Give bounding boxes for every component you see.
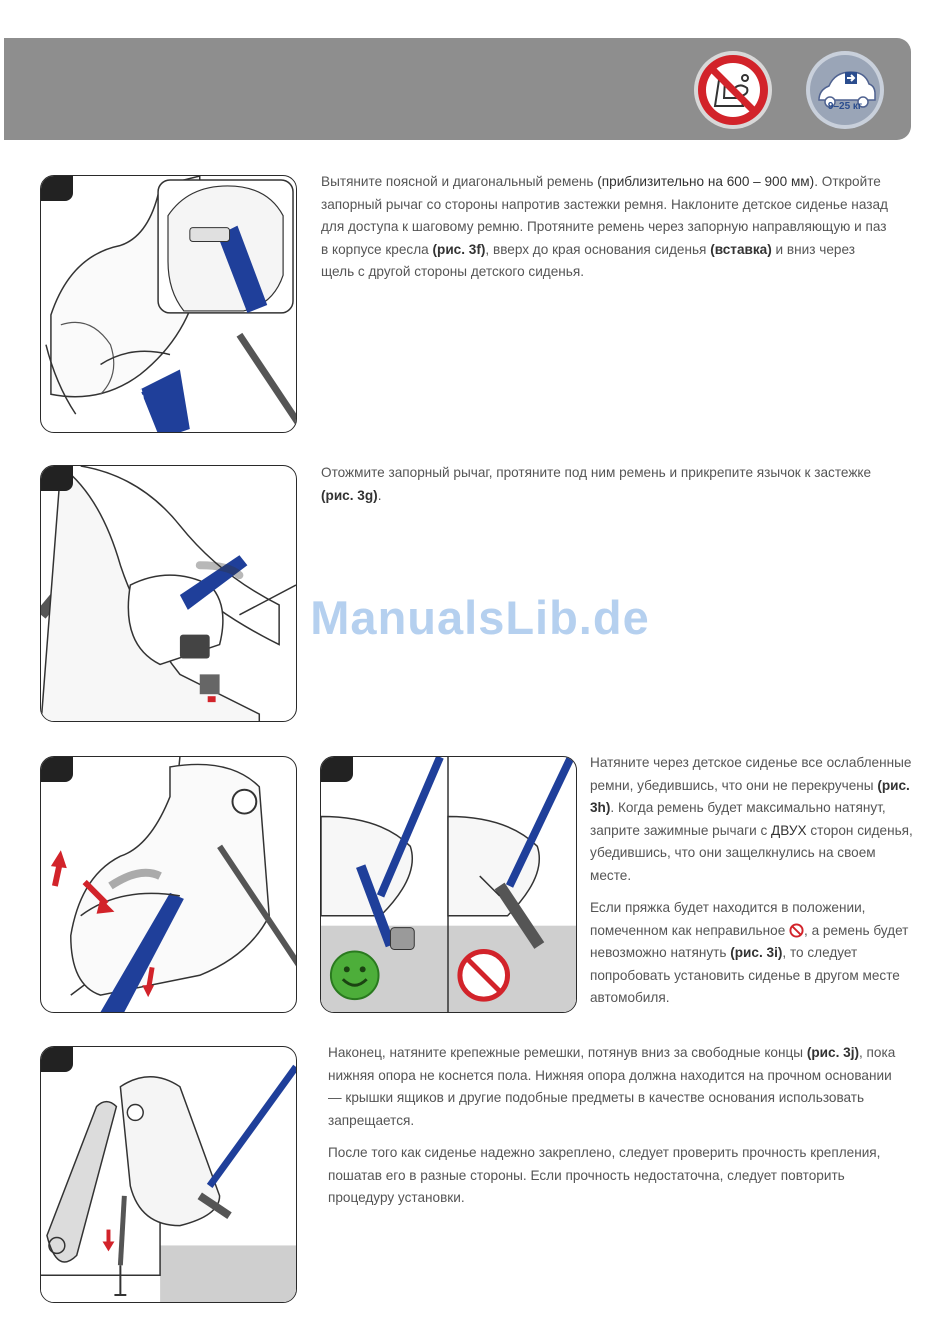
- figure-number-tab: [41, 757, 73, 782]
- step-4-p1-end: , пока нижняя опора не коснется пола. Ни…: [328, 1045, 896, 1128]
- step-3-text: Натяните через детское сиденье все ослаб…: [590, 752, 915, 1020]
- step-3-figure-ref: (рис. 3h): [590, 777, 910, 816]
- step-3-p1-mid: . Когда ремень будет максимально натянут…: [590, 800, 886, 838]
- step-3-p2-end: , то следует попробовать установить сиде…: [590, 945, 900, 1005]
- figure-number-tab: [41, 176, 73, 201]
- step-3-figure-ref-2: (рис. 3i): [730, 945, 783, 960]
- car-forward-icon: [805, 50, 885, 130]
- step-3-emphasis: ДВУХ: [771, 822, 807, 838]
- figure-number-tab: [321, 757, 353, 782]
- watermark: ManualsLib.de: [310, 591, 650, 644]
- step-1-paragraph: Вытяните поясной и диагональный ремень (…: [321, 171, 891, 284]
- step-1-mid1: . Откройте запорный рычаг со стороны нап…: [321, 174, 888, 257]
- step-4-text: Наконец, натяните крепежные ремешки, пот…: [328, 1042, 908, 1220]
- step-1-text: Вытяните поясной и диагональный ремень (…: [321, 171, 891, 294]
- step-2-paragraph: Отожмите запорный рычаг, протяните под н…: [321, 462, 881, 507]
- figure-number-tab: [41, 1047, 73, 1072]
- figure-step-1: [40, 175, 297, 433]
- figure-number-tab: [41, 466, 73, 491]
- step-3-p2-pre: Если пряжка будет находится в положении,…: [590, 900, 866, 938]
- step-1-inset-ref: (вставка): [710, 241, 772, 257]
- step-3-p2-mid: , а ремень будет невозможно натянуть: [590, 922, 909, 961]
- figure-step-4: [40, 1046, 297, 1303]
- prohibited-icon: [789, 922, 804, 938]
- no-airbag-seat-icon: [693, 50, 773, 130]
- figure-step-3: [40, 756, 297, 1013]
- figure-step-2: [40, 465, 297, 722]
- header-bar: [4, 38, 911, 140]
- step-3-p1-pre: Натяните через детское сиденье все ослаб…: [590, 755, 912, 793]
- step-4-figure-ref: (рис. 3j): [806, 1045, 859, 1060]
- step-3-paragraph-1: Натяните через детское сиденье все ослаб…: [590, 752, 915, 887]
- step-1-mid2: , вверх до края основания сиденья: [485, 241, 711, 257]
- step-2-end: .: [377, 487, 382, 503]
- step-3-p1-end: сторон сиденья, убедившись, что они заще…: [590, 822, 913, 883]
- step-2-text: Отожмите запорный рычаг, протяните под н…: [321, 462, 881, 517]
- step-4-paragraph-2: После того как сиденье надежно закреплен…: [328, 1145, 881, 1205]
- step-1-figure-ref: (рис. 3f): [432, 241, 486, 257]
- figure-step-3-comparison: [320, 756, 577, 1013]
- step-4-paragraph-1: Наконец, натяните крепежные ремешки, пот…: [328, 1042, 908, 1132]
- step-2-pre: Отожмите запорный рычаг, протяните под н…: [321, 465, 872, 480]
- weight-range-label: 9–25 кг: [827, 101, 863, 112]
- step-4-p1-pre: Наконец, натяните крепежные ремешки, пот…: [328, 1045, 807, 1060]
- step-1-amount: (приблизительно на 600 – 900 мм): [597, 174, 815, 189]
- step-2-figure-ref: (рис. 3g): [321, 487, 378, 503]
- step-1-end: и вниз через щель с другой стороны детск…: [321, 241, 855, 280]
- step-3-paragraph-2: Если пряжка будет находится в положении,…: [590, 897, 915, 1010]
- step-1-pre: Вытяните поясной и диагональный ремень: [321, 174, 598, 189]
